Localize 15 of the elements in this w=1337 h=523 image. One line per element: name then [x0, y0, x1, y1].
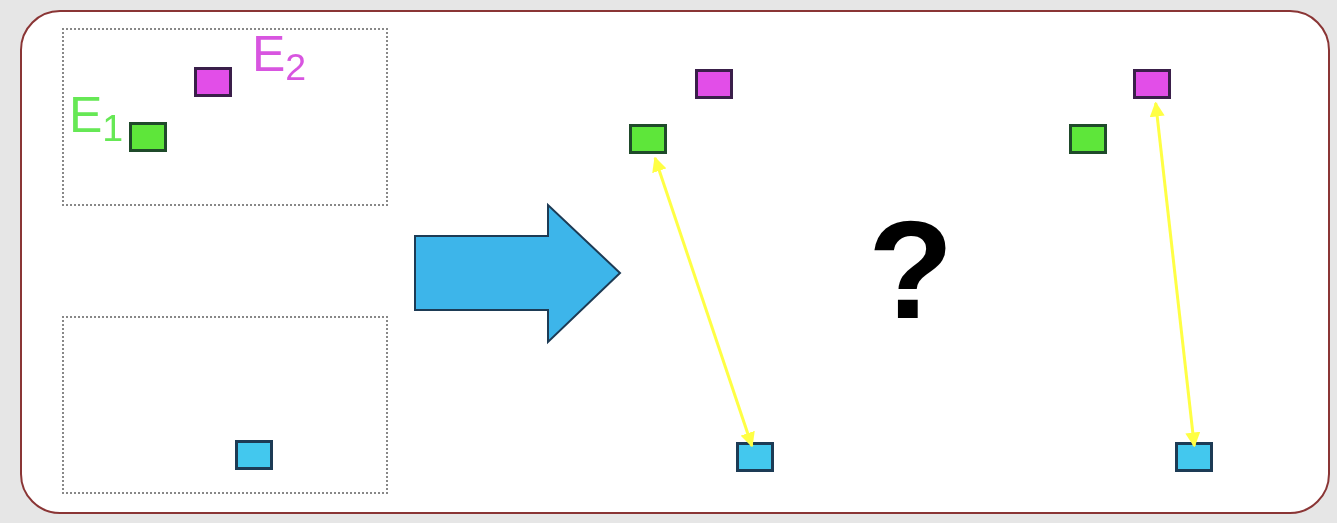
symbol-label: E$_{1}$ — [69, 90, 124, 140]
square-marker — [1133, 69, 1171, 99]
square-marker — [129, 122, 167, 152]
square-marker — [235, 440, 273, 470]
square-marker — [736, 442, 774, 472]
square-marker — [194, 67, 232, 97]
square-marker — [629, 124, 667, 154]
symbol-label: E$_{2}$ — [252, 29, 307, 79]
square-marker — [695, 69, 733, 99]
square-marker — [1175, 442, 1213, 472]
square-marker — [1069, 124, 1107, 154]
double-arrow — [652, 156, 755, 448]
panel-frame — [20, 10, 1330, 514]
double-arrow — [1149, 101, 1201, 448]
question-mark: ? — [868, 200, 954, 340]
